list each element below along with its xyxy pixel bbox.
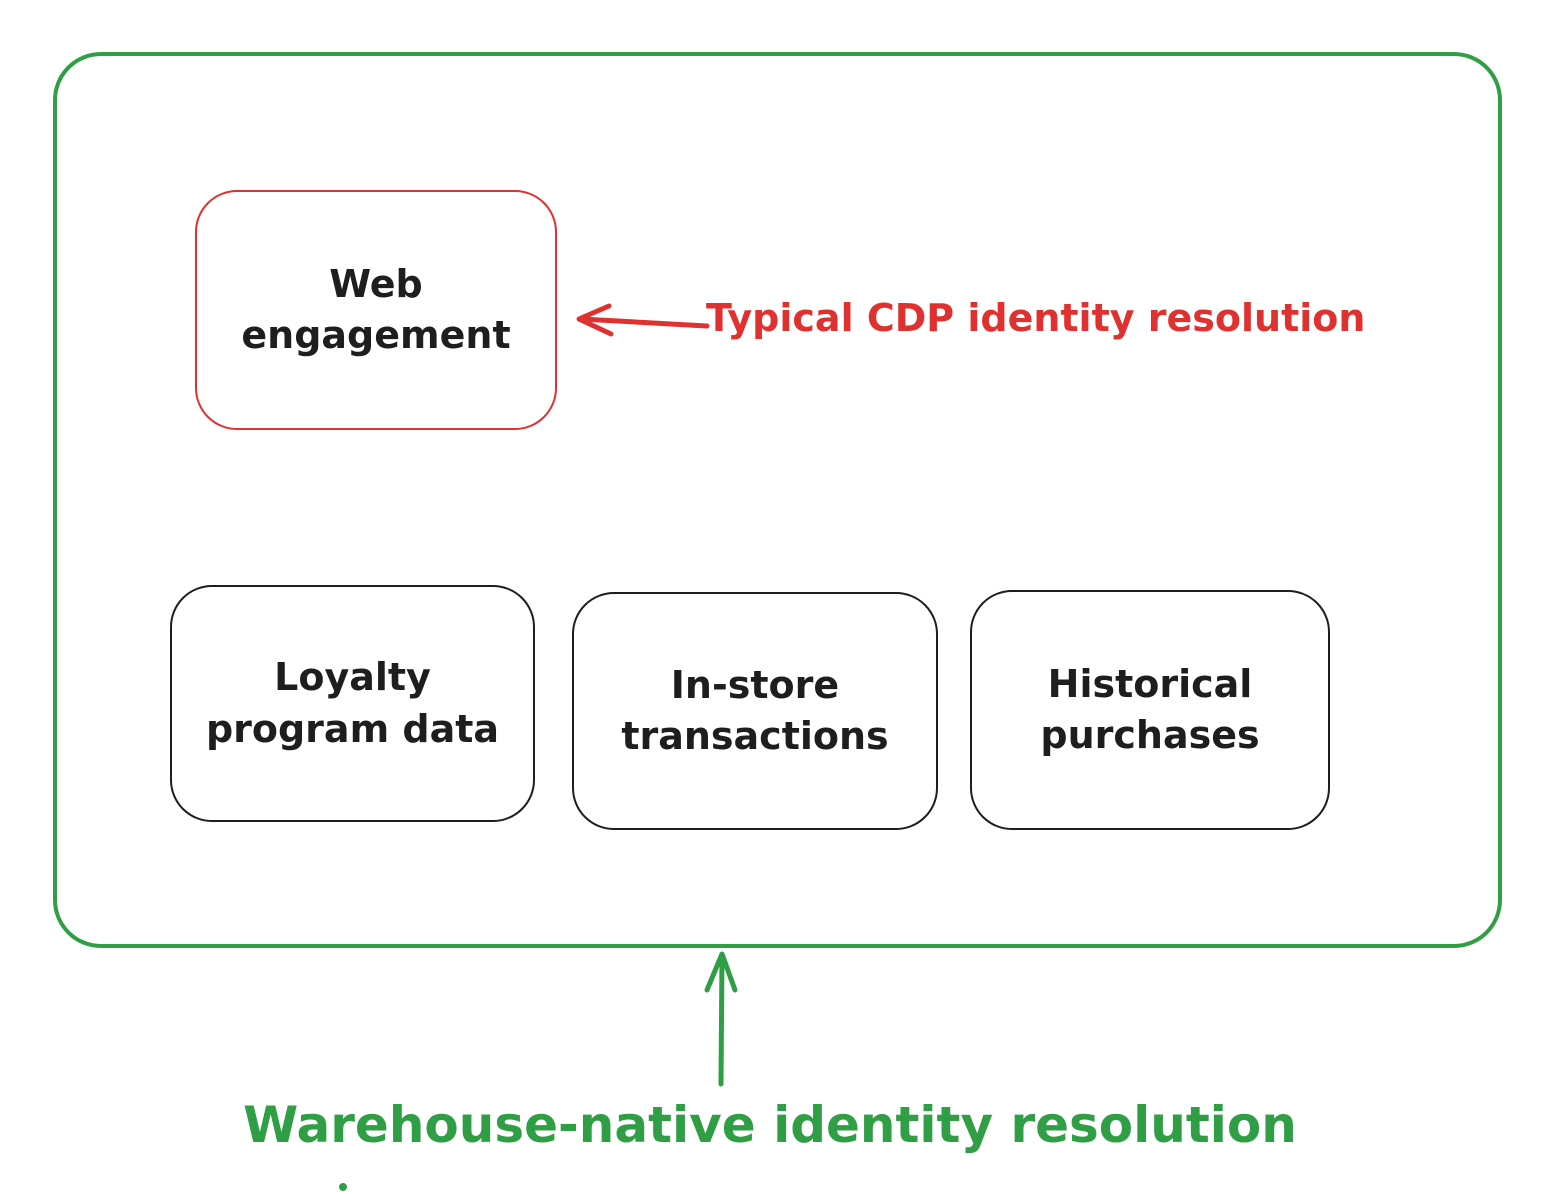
arrow-left-icon: [576, 303, 710, 337]
node-web-engagement: Web engagement: [195, 190, 557, 430]
node-in-store-label: In-store transactions: [621, 662, 889, 758]
node-historical-label: Historical purchases: [1040, 661, 1260, 757]
node-in-store-transactions: In-store transactions: [572, 592, 938, 830]
warehouse-container-box: [53, 52, 1502, 948]
node-loyalty-program-data: Loyalty program data: [170, 585, 535, 822]
stray-ink-dot: [339, 1183, 347, 1191]
node-loyalty-label: Loyalty program data: [205, 655, 500, 751]
warehouse-annotation-label: Warehouse-native identity resolution: [243, 1096, 1297, 1154]
node-web-engagement-label: Web engagement: [241, 261, 511, 357]
cdp-annotation-label: Typical CDP identity resolution: [706, 296, 1366, 340]
node-historical-purchases: Historical purchases: [970, 590, 1330, 830]
arrow-up-icon: [704, 951, 738, 1087]
